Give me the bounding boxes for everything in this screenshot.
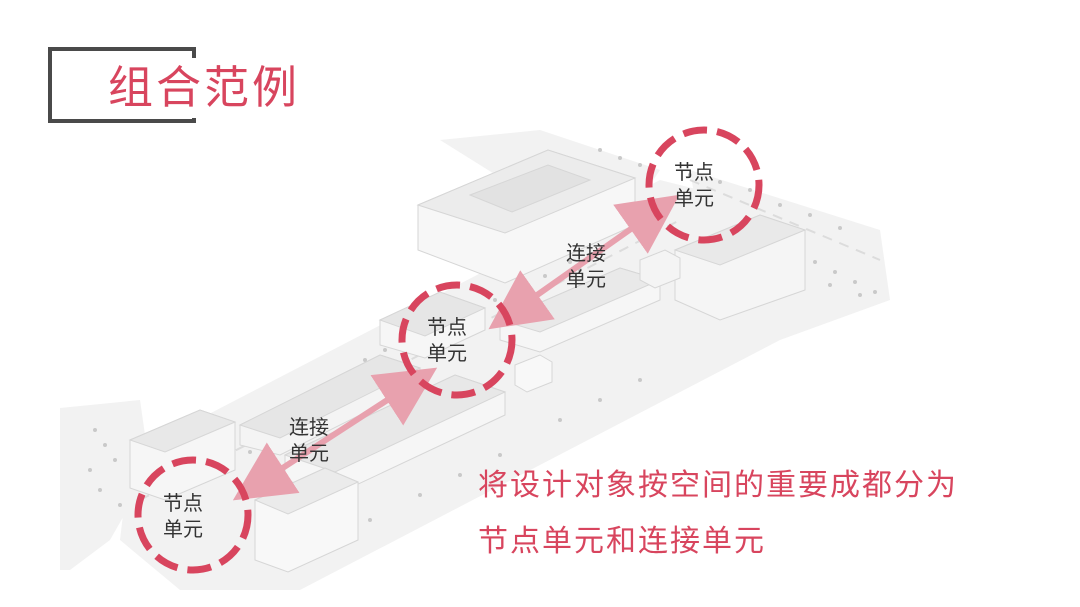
node-label-line: 节点 (674, 160, 714, 184)
node-label-bottom: 节点 单元 (163, 490, 203, 542)
connector-label-upper: 连接 单元 (566, 240, 606, 292)
connector-label-line: 连接 (566, 241, 606, 265)
caption-line-1: 将设计对象按空间的重要成都分为 (478, 468, 958, 503)
connector-arrow-1 (232, 367, 438, 501)
connector-label-line: 单元 (566, 267, 606, 291)
node-label-line: 节点 (427, 315, 467, 339)
node-circle-2 (398, 281, 516, 399)
node-label-line: 单元 (674, 186, 714, 210)
connector-label-line: 单元 (289, 441, 329, 465)
connector-label-lower: 连接 单元 (289, 414, 329, 466)
node-circle-1 (645, 126, 763, 244)
caption: 将设计对象按空间的重要成都分为 节点单元和连接单元 (478, 458, 958, 570)
node-circles (134, 126, 763, 574)
connector-arrow-2 (488, 194, 680, 330)
node-label-top: 节点 单元 (674, 159, 714, 211)
node-label-middle: 节点 单元 (427, 314, 467, 366)
node-label-line: 单元 (163, 517, 203, 541)
node-circle-3 (134, 456, 252, 574)
node-label-line: 节点 (163, 491, 203, 515)
connector-arrows (232, 194, 680, 501)
page-title: 组合范例 (104, 58, 305, 118)
node-label-line: 单元 (427, 341, 467, 365)
caption-line-2: 节点单元和连接单元 (478, 524, 766, 559)
connector-label-line: 连接 (289, 415, 329, 439)
